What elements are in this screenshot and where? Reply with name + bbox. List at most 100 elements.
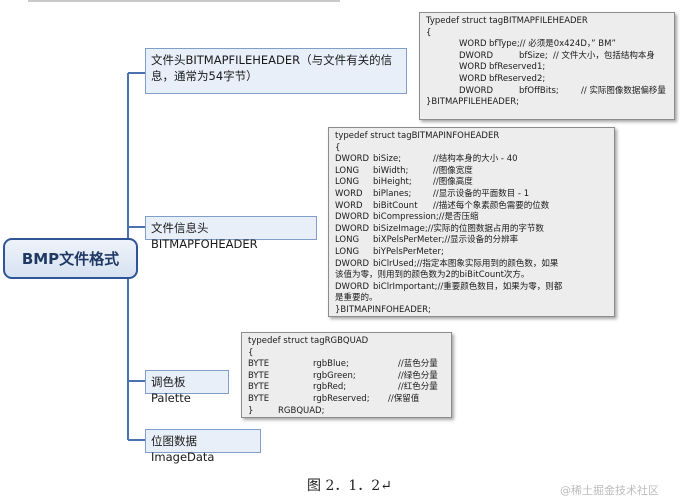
field-type: DWORD [335, 154, 370, 165]
field-type: BYTE [248, 382, 270, 393]
field-comment: //显示设备的平面数目 - 1 [433, 188, 530, 199]
code-row: DWORD bfSize; // 文件大小，包括结构本身 [426, 51, 668, 63]
root-node: BMP文件格式 [3, 238, 138, 279]
watermark: @稀土掘金技术社区 [560, 484, 659, 497]
field-comment: //图像高度 [433, 177, 473, 188]
field-type: DWORD [335, 223, 370, 234]
code-row: LONG biXPelsPerMeter;//显示设备的分辨率 [335, 235, 608, 247]
field-comment: //重要颜色数目，如果为零，则都 [437, 281, 563, 292]
field-comment: // 实际图像数据偏移量 [581, 85, 666, 96]
field-type: LONG [335, 235, 360, 246]
code-close-brace: } [248, 405, 254, 416]
top-rule [28, 0, 340, 2]
field-type: BYTE [248, 359, 270, 370]
field-name: rgbRed; [313, 382, 347, 393]
code-box-palette: typedef struct tagRGBQUAD { BYTE rgbBlue;… [241, 332, 452, 418]
branch-info-header-label: 文件信息头BITMAPFOHEADER [151, 221, 258, 251]
field-type: WORD [459, 39, 487, 50]
code-title: Typedef struct tagBITMAPFILEHEADER [426, 16, 588, 26]
code-close: }BITMAPFILEHEADER; [426, 97, 519, 108]
code-title: typedef struct tagBITMAPINFOHEADER [335, 131, 500, 141]
field-comment: //图像宽度 [433, 165, 473, 176]
field-type: WORD [459, 62, 487, 73]
branch-image-data: 位图数据ImageData [145, 429, 261, 464]
field-comment: //蓝色分量 [398, 359, 438, 370]
field-type: WORD [459, 73, 487, 84]
code-row: BYTE rgbBlue; //蓝色分量 [248, 359, 445, 371]
field-name: rgbReserved; [313, 393, 370, 404]
field-name: biCompression; [373, 212, 439, 223]
code-row: WORD biPlanes; //显示设备的平面数目 - 1 [335, 189, 608, 201]
field-comment: //是否压缩 [438, 212, 479, 223]
field-type: LONG [335, 246, 360, 257]
field-name: rgbBlue; [313, 359, 349, 370]
field-type: LONG [335, 177, 360, 188]
field-type: WORD [335, 200, 363, 211]
field-name: biSizeImage; [373, 223, 428, 234]
field-name: bfReserved1; [489, 62, 546, 73]
branch-info-header: 文件信息头BITMAPFOHEADER [145, 216, 317, 251]
field-comment: // 文件大小，包括结构本身 [553, 50, 655, 61]
field-comment: //实际的位图数据占用的字节数 [427, 223, 544, 234]
field-name: biXPelsPerMeter; [373, 235, 445, 246]
field-name: biClrUsed; [373, 258, 417, 269]
code-row: BYTE rgbRed; //红色分量 [248, 382, 445, 394]
branch-file-header: 文件头BITMAPFILEHEADER（与文件有关的信息，通常为54字节） [145, 48, 407, 94]
branch-file-header-label: 文件头BITMAPFILEHEADER（与文件有关的信息，通常为54字节） [151, 53, 393, 83]
code-title: typedef struct tagRGBQUAD [248, 336, 369, 346]
field-comment: //红色分量 [398, 382, 438, 393]
field-name: bfOffBits; [519, 85, 559, 96]
branch-image-data-label: 位图数据ImageData [151, 434, 215, 464]
code-box-info-header: typedef struct tagBITMAPINFOHEADER { DWO… [328, 127, 615, 317]
code-close-row: } RGBQUAD; [248, 406, 445, 418]
code-wrap-line: 是重要的。 [335, 293, 378, 304]
field-type: DWORD [335, 281, 370, 292]
field-type: DWORD [335, 212, 370, 223]
field-name: biSize; [373, 154, 402, 165]
field-comment: //指定本图象实际用到的颜色数，如果 [416, 258, 559, 269]
field-comment: //结构本身的大小 - 40 [433, 154, 518, 165]
field-name: biPlanes; [373, 188, 412, 199]
code-wrap-line: 该值为零，则用到的颜色数为2的biBitCount次方。 [335, 270, 530, 281]
code-open-brace: { [335, 142, 341, 153]
field-name: biBitCount [373, 200, 418, 211]
field-type: BYTE [248, 393, 270, 404]
field-comment: //显示设备的分辨率 [444, 235, 519, 246]
field-type: DWORD [459, 85, 494, 96]
field-name: biClrImportant; [373, 281, 438, 292]
field-comment: // 必须是0x424D，” BM” [519, 39, 616, 50]
code-row: LONG biHeight; //图像高度 [335, 177, 608, 189]
field-comment: //绿色分量 [398, 370, 438, 381]
field-name: bfReserved2; [489, 73, 546, 84]
field-name: bfType; [489, 39, 520, 50]
field-type: DWORD [335, 258, 370, 269]
code-row: LONG biYPelsPerMeter; [335, 247, 608, 259]
code-close: }BITMAPINFOHEADER; [335, 304, 431, 315]
field-type: LONG [335, 165, 360, 176]
field-name: biYPelsPerMeter; [373, 246, 444, 257]
field-type: WORD [335, 188, 363, 199]
code-open-brace: { [426, 27, 432, 38]
code-row: DWORD bfOffBits; // 实际图像数据偏移量 [426, 86, 668, 98]
code-open-brace: { [248, 347, 254, 358]
code-box-file-header: Typedef struct tagBITMAPFILEHEADER { WOR… [419, 12, 675, 120]
branch-palette: 调色板Palette [145, 370, 229, 405]
field-name: biHeight; [373, 177, 412, 188]
field-type: DWORD [459, 50, 494, 61]
code-close-name: RGBQUAD; [278, 405, 325, 416]
field-name: rgbGreen; [313, 370, 356, 381]
field-name: bfSize; [519, 50, 548, 61]
root-label: BMP文件格式 [21, 250, 120, 268]
